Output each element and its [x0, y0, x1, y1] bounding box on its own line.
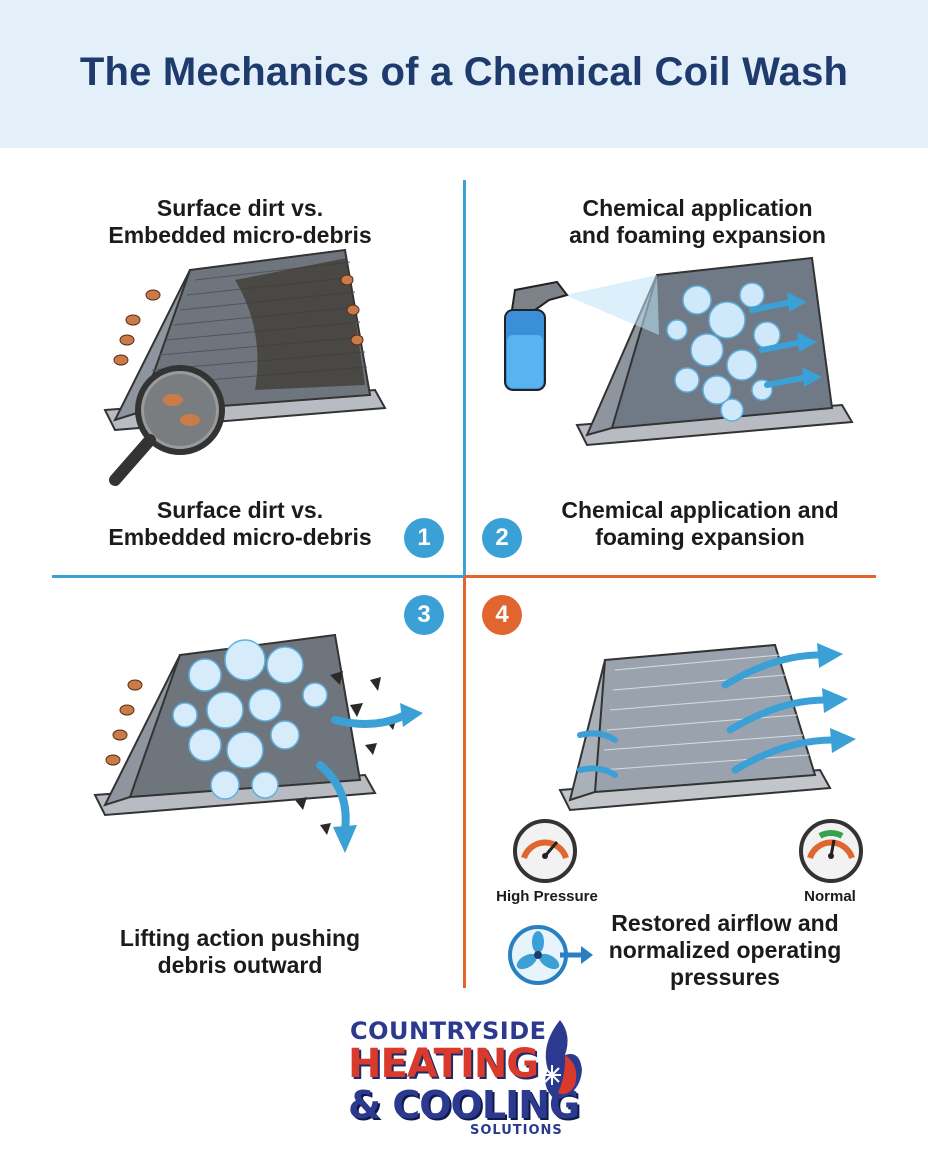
- company-logo: COUNTRYSIDE HEATING & COOLING SOLUTIONS: [340, 1015, 590, 1145]
- logo-line-1: COUNTRYSIDE: [350, 1017, 547, 1045]
- logo-line-4: SOLUTIONS: [470, 1123, 563, 1138]
- horizontal-divider-left: [52, 575, 464, 578]
- vertical-divider-bottom: [463, 578, 466, 988]
- normal-pressure-label: Normal: [804, 888, 856, 905]
- header-banner: The Mechanics of a Chemical Coil Wash: [0, 0, 928, 148]
- panel-2-top-caption: Chemical application and foaming expansi…: [569, 195, 826, 248]
- panel-2-coil-illustration: [504, 256, 854, 447]
- panel-1-top-caption: Surface dirt vs. Embedded micro-debris: [108, 195, 372, 248]
- panel-1-bottom-caption: Surface dirt vs. Embedded micro-debris: [108, 497, 372, 550]
- high-pressure-label: High Pressure: [496, 888, 598, 905]
- vertical-divider-top: [463, 180, 466, 575]
- panel-3-bottom-caption: Lifting action pushing debris outward: [119, 925, 361, 978]
- panel-4-coil-illustration: [558, 643, 856, 812]
- page-title: The Mechanics of a Chemical Coil Wash: [79, 50, 849, 94]
- step-2-badge: 2: [482, 518, 522, 558]
- panel-4-bottom-caption: Restored airflow and normalized operatin…: [608, 910, 842, 990]
- high-pressure-gauge-icon: [513, 819, 577, 883]
- step-1-badge: 1: [404, 518, 444, 558]
- horizontal-divider-right: [464, 575, 876, 578]
- panel-3-coil-illustration: [93, 633, 423, 853]
- fan-airflow-icon: [508, 925, 593, 985]
- logo-line-3: & COOLING: [348, 1083, 580, 1127]
- flame-snowflake-icon: [543, 1020, 582, 1100]
- step-4-badge: 4: [482, 595, 522, 635]
- logo-line-2: HEATING: [348, 1041, 539, 1087]
- panel-2-bottom-caption: Chemical application and foaming expansi…: [561, 497, 839, 550]
- step-3-badge: 3: [404, 595, 444, 635]
- panel-1-coil-illustration: [103, 248, 387, 486]
- normal-pressure-gauge-icon: [799, 819, 863, 883]
